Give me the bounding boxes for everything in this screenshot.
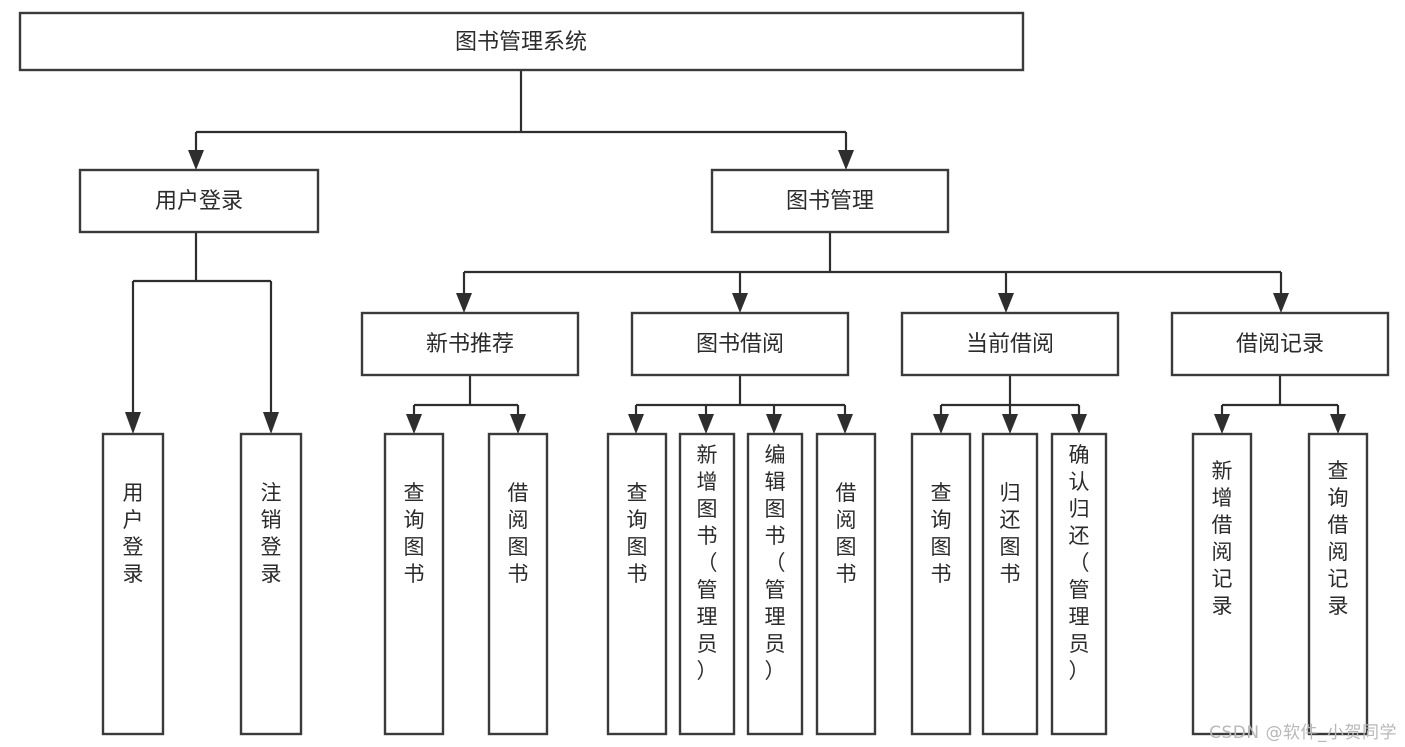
leaf-add-book-admin[interactable]: 新增图书（管理员）	[678, 432, 736, 736]
node-new-book-recommend-label: 新书推荐	[426, 332, 514, 357]
csdn-watermark: CSDN @软件_小贺同学	[1209, 723, 1397, 743]
leaf-query-borrow-record[interactable]: 查询借阅记录	[1307, 432, 1369, 736]
arrowhead-borrow-record	[1273, 293, 1289, 313]
arrowhead-leaf-borrow-book-2	[837, 414, 853, 434]
arrowhead-leaf-logout	[263, 412, 279, 434]
leaf-query-book-2[interactable]: 查询图书	[606, 432, 668, 736]
arrowhead-leaf-confirm-return	[1071, 414, 1087, 434]
leaf-logout[interactable]: 注销登录	[239, 432, 303, 736]
arrowhead-user-login	[188, 150, 204, 170]
leaf-query-book-1[interactable]: 查询图书	[383, 432, 445, 736]
arrowhead-leaf-add-book	[698, 414, 714, 434]
arrowhead-leaf-add-borrow-record	[1214, 414, 1230, 434]
leaf-borrow-book-2[interactable]: 借阅图书	[815, 432, 877, 736]
leaf-borrow-book-1[interactable]: 借阅图书	[487, 432, 549, 736]
leaf-user-login-label: 用户登录	[123, 481, 144, 586]
leaf-return-book[interactable]: 归还图书	[981, 432, 1039, 736]
leaf-edit-book-admin[interactable]: 编辑图书（管理员）	[746, 432, 804, 736]
leaf-edit-book-admin-label: 编辑图书（管理员）	[765, 443, 786, 683]
arrowhead-new-book-rec	[456, 293, 472, 313]
leaf-logout-label: 注销登录	[261, 481, 282, 586]
node-borrow-record[interactable]: 借阅记录	[1170, 311, 1390, 377]
node-current-borrow[interactable]: 当前借阅	[900, 311, 1120, 377]
node-current-borrow-label: 当前借阅	[966, 332, 1054, 357]
arrowhead-book-mgmt	[838, 150, 854, 170]
node-book-borrow[interactable]: 图书借阅	[630, 311, 850, 377]
arrowhead-leaf-query-book-3	[933, 414, 949, 434]
arrowhead-leaf-query-borrow-record	[1330, 414, 1346, 434]
node-user-login-label: 用户登录	[155, 189, 243, 214]
leaf-add-borrow-record-label: 新增借阅记录	[1212, 459, 1233, 618]
leaf-query-book-3[interactable]: 查询图书	[910, 432, 972, 736]
arrowhead-current-borrow	[998, 293, 1014, 313]
node-root-label: 图书管理系统	[455, 30, 587, 55]
leaf-query-book-2-label: 查询图书	[627, 481, 648, 586]
node-book-management-label: 图书管理	[786, 189, 874, 214]
arrowhead-leaf-user-login	[125, 412, 141, 434]
leaf-return-book-label: 归还图书	[1000, 481, 1021, 586]
leaf-query-book-3-label: 查询图书	[931, 481, 952, 586]
arrowhead-leaf-query-book-2	[628, 414, 644, 434]
leaf-query-book-1-label: 查询图书	[404, 481, 425, 586]
leaf-borrow-book-1-label: 借阅图书	[508, 481, 529, 586]
node-book-management[interactable]: 图书管理	[710, 168, 950, 234]
arrowhead-leaf-edit-book	[766, 414, 782, 434]
leaf-confirm-return-admin-label: 确认归还（管理员）	[1069, 443, 1090, 683]
node-user-login[interactable]: 用户登录	[78, 168, 320, 234]
arrowhead-leaf-query-book-1	[406, 414, 422, 434]
arrowhead-leaf-return-book	[1002, 414, 1018, 434]
node-new-book-recommend[interactable]: 新书推荐	[360, 311, 580, 377]
connector-layer	[125, 70, 1346, 434]
arrowhead-leaf-borrow-book-1	[510, 414, 526, 434]
leaf-user-login[interactable]: 用户登录	[101, 432, 165, 736]
node-root-book-management-system[interactable]: 图书管理系统	[18, 11, 1025, 72]
leaf-query-borrow-record-label: 查询借阅记录	[1328, 459, 1349, 618]
node-borrow-record-label: 借阅记录	[1236, 332, 1324, 357]
leaf-add-book-admin-label: 新增图书（管理员）	[697, 443, 718, 683]
node-book-borrow-label: 图书借阅	[696, 332, 784, 357]
leaf-add-borrow-record[interactable]: 新增借阅记录	[1191, 432, 1253, 736]
leaf-confirm-return-admin[interactable]: 确认归还（管理员）	[1050, 432, 1108, 736]
leaf-borrow-book-2-label: 借阅图书	[836, 481, 857, 586]
arrowhead-book-borrow	[732, 293, 748, 313]
